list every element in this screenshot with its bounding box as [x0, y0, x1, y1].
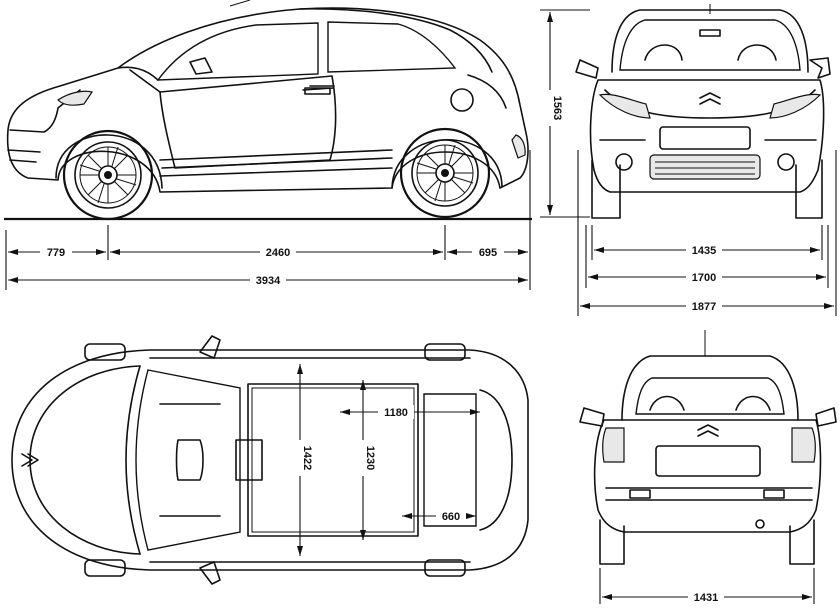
- rear-dimensions: 1431: [599, 568, 815, 604]
- side-dimensions: 779 2460 695 3934: [5, 150, 531, 290]
- front-track-label: 1435: [692, 245, 716, 257]
- front-overhang-label: 779: [47, 247, 65, 259]
- rear-opening-width-label: 1230: [364, 446, 376, 470]
- top-view: 1422 1230 1180 660: [11, 335, 529, 585]
- body-width-label: 1700: [692, 272, 716, 284]
- rear-view-body: [579, 330, 837, 565]
- rear-track-label: 1431: [694, 592, 718, 604]
- wheelbase-label: 2460: [266, 247, 290, 259]
- top-dimensions: 1422 1230 1180 660: [293, 364, 480, 556]
- width-with-mirrors-label: 1877: [692, 301, 716, 313]
- rear-overhang-label: 695: [479, 247, 497, 259]
- roof-length-label: 1180: [384, 407, 408, 419]
- side-view: 779 2460 695 3934: [4, 0, 532, 290]
- side-view-body: [4, 0, 532, 221]
- height-label: 1563: [551, 96, 563, 120]
- front-dimensions: 1563 1435 1700 1877: [540, 9, 837, 316]
- front-view-body: [575, 4, 831, 219]
- roof-opening-width-label: 1422: [301, 446, 313, 470]
- front-view: 1563 1435 1700 1877: [540, 4, 837, 316]
- overall-length-label: 3934: [256, 275, 281, 287]
- top-view-body: [11, 335, 529, 585]
- rear-opening-length-label: 660: [442, 511, 460, 523]
- rear-view: 1431: [579, 330, 837, 604]
